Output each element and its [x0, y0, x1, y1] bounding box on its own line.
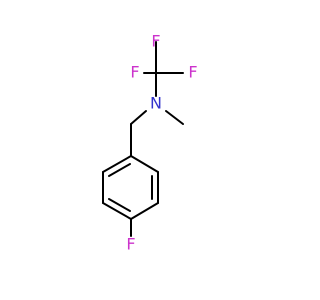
- fluorine-right-label: F: [188, 63, 197, 82]
- bond-ring-4: [130, 202, 159, 220]
- bond-ring-3: [102, 202, 132, 220]
- bond-n-methyl: [165, 110, 184, 125]
- bond-n-ch2: [130, 110, 147, 125]
- bond-ring-6: [130, 155, 159, 173]
- fluorine-left-label: F: [130, 63, 139, 82]
- bond-ring-1: [102, 155, 132, 173]
- nitrogen-label: N: [150, 94, 162, 113]
- bond-group: [102, 41, 184, 237]
- molecule-structure-diagram: F F F N F: [102, 32, 198, 254]
- bond-ring-double-3: [108, 198, 131, 212]
- fluorine-ring-label: F: [126, 235, 135, 254]
- atom-labels: F F F N F: [126, 32, 197, 254]
- fluorine-top-label: F: [151, 32, 160, 51]
- bond-ring-double-1: [108, 163, 131, 177]
